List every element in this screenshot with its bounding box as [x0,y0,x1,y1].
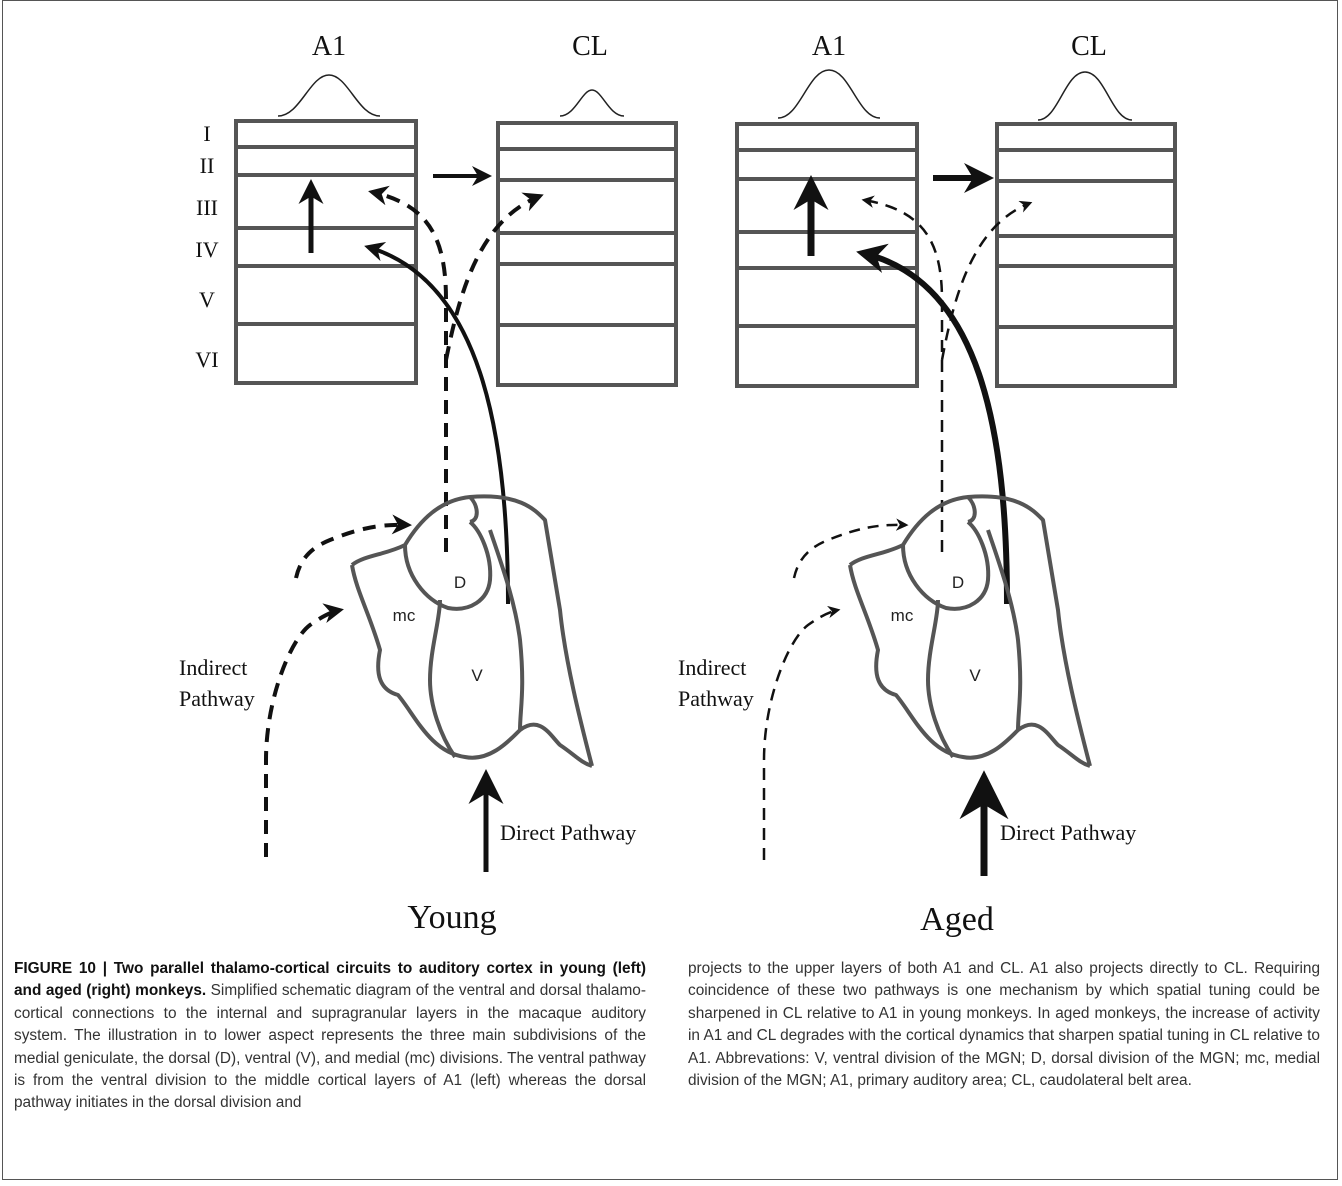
aged-indirect-to-mc-dashed-arrow [764,610,838,860]
aged-dorsal-to-cl-dashed-arrow [942,203,1030,360]
dorsal-to-a1-dashed-arrow [372,192,446,552]
aged-cl-column [997,124,1175,386]
aged-direct-label: Direct Pathway [1000,820,1136,845]
aged-indirect-label-1: Indirect [678,655,746,680]
aged-a1-column [737,124,917,386]
caption-body-left: Simplified schematic diagram of the vent… [14,982,646,1111]
cl-tuning-curve [560,90,624,116]
young-mc-label: mc [393,606,416,625]
caption-left-column: FIGURE 10 | Two parallel thalamo-cortica… [14,958,646,1115]
mgn-aged [850,496,1090,766]
aged-cl-label: CL [1071,31,1107,62]
a1-column [236,121,416,383]
layer-label-ii: II [200,153,215,178]
dorsal-to-cl-dashed-arrow [446,196,540,360]
mgn-young [352,496,592,766]
aged-cl-tuning-curve [1038,72,1132,120]
aged-title: Aged [920,901,994,938]
young-direct-label: Direct Pathway [500,820,636,845]
aged-v-label: V [969,666,981,685]
young-panel: A1 CL I II III IV V VI D mc V Indirect P… [179,31,676,936]
aged-a1-tuning-curve [778,70,880,118]
layer-label-iii: III [196,195,218,220]
layer-label-v: V [199,287,215,312]
young-cl-label: CL [572,31,608,62]
layer-label-i: I [203,121,210,146]
aged-dorsal-to-a1-dashed-arrow [864,200,942,552]
young-indirect-label-1: Indirect [179,655,247,680]
cl-column [498,123,676,385]
aged-a1-label: A1 [812,31,846,62]
young-v-label: V [471,666,483,685]
young-indirect-label-2: Pathway [179,686,255,711]
a1-tuning-curve [278,75,380,116]
aged-d-label: D [952,573,964,592]
young-title: Young [407,899,496,936]
young-a1-label: A1 [312,31,346,62]
caption-body-right: projects to the upper layers of both A1 … [688,960,1320,1089]
aged-indirect-label-2: Pathway [678,686,754,711]
caption-right-column: projects to the upper layers of both A1 … [688,958,1320,1092]
indirect-to-mc-dashed-arrow [266,610,340,857]
layer-label-vi: VI [195,347,218,372]
aged-panel: A1 CL D mc V Indirect Pathway Direct Pat… [678,31,1175,938]
layer-label-iv: IV [195,237,218,262]
young-d-label: D [454,573,466,592]
figure-diagram: A1 CL I II III IV V VI D mc V Indirect P… [0,0,1342,950]
aged-mc-label: mc [891,606,914,625]
